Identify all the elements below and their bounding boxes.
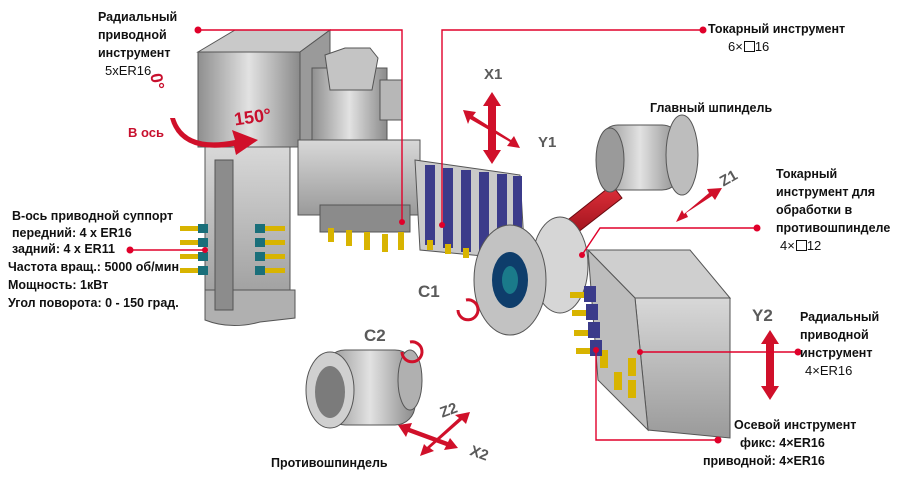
counter-turning-title-1: Токарный <box>776 167 838 181</box>
z2-x2-arrows <box>398 412 470 456</box>
b-axis-block-line-2: передний: 4 x ER16 <box>12 226 132 240</box>
axial-tool-title: Осевой инструмент <box>734 418 857 432</box>
b-axis-block-line-3: задний: 4 x ER11 <box>12 242 115 256</box>
counter-turning-title-3: обработки в <box>776 203 853 217</box>
angle-150-label: 150° <box>232 104 273 130</box>
main-spindle-label: Главный шпиндель <box>650 101 773 115</box>
x1-y1-arrows <box>463 92 520 164</box>
counter-turning-value: 4×12 <box>780 238 822 253</box>
c2-rotation-arc <box>400 340 424 364</box>
square-icon <box>795 240 807 251</box>
counter-spindle-label: Противошпиндель <box>271 456 388 470</box>
radial-tool2-title-1: Радиальный <box>800 310 880 324</box>
axis-y1-label: Y1 <box>538 134 557 151</box>
radial-tool-value: 5xER16 <box>105 63 152 78</box>
angle-0-label: 0° <box>146 71 168 92</box>
radial-tool2-title-3: инструмент <box>800 346 873 360</box>
b-axis-label: B ось <box>128 125 164 140</box>
axial-tool-fixed: фикс: 4×ER16 <box>740 436 825 450</box>
counter-turning-title-4: противошпинделе <box>776 221 891 235</box>
b-axis-block-line-4: Частота вращ.: 5000 об/мин <box>8 260 180 274</box>
counter-turning-title-2: инструмент для <box>776 185 876 199</box>
radial-tool-title-3: инструмент <box>98 46 171 60</box>
axis-y2-label: Y2 <box>752 306 773 325</box>
axial-tool-driven: приводной: 4×ER16 <box>703 454 825 468</box>
b-axis-rotation-arrow <box>170 118 258 155</box>
turning-tool-value: 6×16 <box>728 39 770 54</box>
counter-tool-block <box>586 248 732 439</box>
b-axis-tools <box>180 224 285 275</box>
radial-tool-bits <box>328 228 404 252</box>
c1-rotation-arc <box>456 298 480 322</box>
square-icon <box>743 41 755 52</box>
turning-tool-title: Токарный инструмент <box>708 22 846 36</box>
radial-tool2-title-2: приводной <box>800 328 869 342</box>
z1-arrow <box>676 188 722 222</box>
radial-tool-head <box>297 47 421 233</box>
b-axis-support <box>196 29 332 326</box>
radial-tool-title-2: приводной <box>98 28 167 42</box>
callout-lines <box>130 29 798 441</box>
axis-x1-label: X1 <box>484 66 503 83</box>
counter-spindle <box>305 349 423 429</box>
callout-dots <box>126 26 802 444</box>
b-axis-block-line-5: Мощность: 1кВт <box>8 278 109 292</box>
axis-c1-label: C1 <box>418 282 440 301</box>
radial-tool2-value: 4×ER16 <box>805 363 853 378</box>
b-axis-block-line-1: B-ось приводной суппорт <box>12 209 174 223</box>
radial-tool-title-1: Радиальный <box>98 10 178 24</box>
y2-arrow <box>761 330 779 400</box>
b-axis-block-line-6: Угол поворота: 0 - 150 град. <box>8 296 179 310</box>
main-spindle <box>473 114 699 336</box>
axis-c2-label: C2 <box>364 326 386 345</box>
